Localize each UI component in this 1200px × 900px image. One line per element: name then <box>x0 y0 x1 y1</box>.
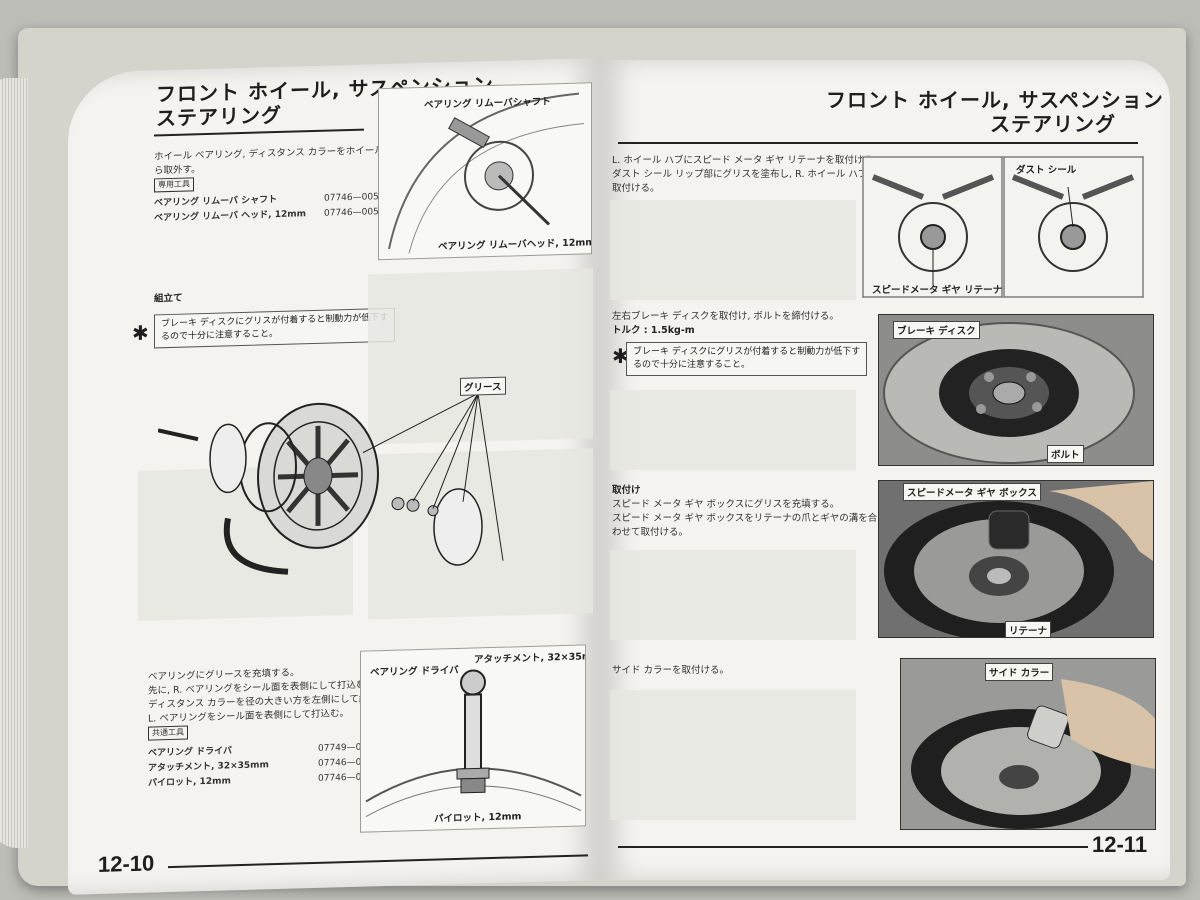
common-tools-tag: 共通工具 <box>148 725 188 741</box>
caution-star-icon: ✱ <box>132 320 149 346</box>
faded-background-photo <box>610 550 856 640</box>
label-retainer: リテーナ <box>1005 621 1052 637</box>
side-collar-image <box>901 659 1155 829</box>
hub-drawing <box>863 157 1143 297</box>
bearing-driver-figure: ベアリング ドライバ アタッチメント, 32×35mm パイロット, 12mm <box>360 644 586 833</box>
label-speedometer-gearbox: スピードメータ ギヤ ボックス <box>903 483 1041 501</box>
gearbox-photo: スピードメータ ギヤ ボックス リテーナ <box>878 480 1154 638</box>
removal-instructions: ホイール ベアリング, ディスタンス カラーをホイール ハブか ら取外す。 専用… <box>154 143 415 194</box>
bearing-remover-figure: ベアリング リムーバシャフト ベアリング リムーバヘッド, 12mm <box>378 82 592 261</box>
page-number-left: 12-10 <box>98 850 155 878</box>
label-speedometer-gear-retainer: スピードメータ ギヤ リテーナ <box>872 285 1003 296</box>
title-rule <box>154 128 364 137</box>
side-collar-photo: サイド カラー <box>900 658 1156 830</box>
retainer-install-instructions: L. ホイール ハブにスピード メータ ギヤ リテーナを取付ける。 ダスト シー… <box>612 155 883 194</box>
label-bearing-driver: ベアリング ドライバ <box>370 664 459 679</box>
gearbox-install-instructions: 取付け スピード メータ ギヤ ボックスにグリスを充填する。 スピード メータ … <box>612 485 878 538</box>
faded-background-photo <box>610 390 856 470</box>
exploded-wheel-diagram <box>158 392 504 575</box>
special-tools-tag: 専用工具 <box>154 177 194 193</box>
bearing-remover-drawing <box>388 92 585 254</box>
page-number-right: 12-11 <box>1092 832 1148 857</box>
title-rule <box>618 142 1138 144</box>
label-dust-seal: ダスト シール <box>1016 165 1077 176</box>
footer-rule <box>618 846 1088 848</box>
footer-rule <box>168 854 588 869</box>
label-attachment: アタッチメント, 32×35mm <box>474 650 586 666</box>
brake-disc-image <box>879 315 1153 465</box>
dust-seal-figure: ダスト シール スピードメータ ギヤ リテーナ <box>862 156 1144 298</box>
label-side-collar: サイド カラー <box>985 663 1054 681</box>
brake-disc-photo: ブレーキ ディスク ボルト <box>878 314 1154 466</box>
faded-background-photo <box>610 200 856 300</box>
caution-star-icon: ✱ <box>612 344 629 368</box>
brake-disc-instructions: 左右ブレーキ ディスクを取付け, ボルトを締付ける。 トルク : 1.5kg-m <box>612 311 839 336</box>
right-page-title: フロント ホイール, サスペンション ステアリング <box>826 88 1164 136</box>
left-page: フロント ホイール, サスペンション ステアリング ホイール ベアリング, ディ… <box>68 58 600 895</box>
right-page: フロント ホイール, サスペンション ステアリング L. ホイール ハブにスピー… <box>600 60 1170 880</box>
gearbox-image <box>879 481 1153 637</box>
label-pilot: パイロット, 12mm <box>434 811 522 825</box>
open-manual-book: フロント ホイール, サスペンション ステアリング ホイール ベアリング, ディ… <box>0 28 1186 895</box>
label-bolt: ボルト <box>1047 445 1084 463</box>
faded-background-photo <box>610 690 856 820</box>
assembly-heading: 組立て <box>154 292 183 305</box>
label-grease: グリース <box>460 376 506 396</box>
side-collar-instructions: サイド カラーを取付ける。 <box>612 665 730 676</box>
brake-disc-caution-box: ブレーキ ディスクにグリスが付着すると制動力が低下す るので十分に注意すること。 <box>626 342 868 376</box>
label-brake-disc: ブレーキ ディスク <box>893 321 980 339</box>
page-edges <box>0 78 28 848</box>
bearing-driver-drawing <box>365 669 582 817</box>
